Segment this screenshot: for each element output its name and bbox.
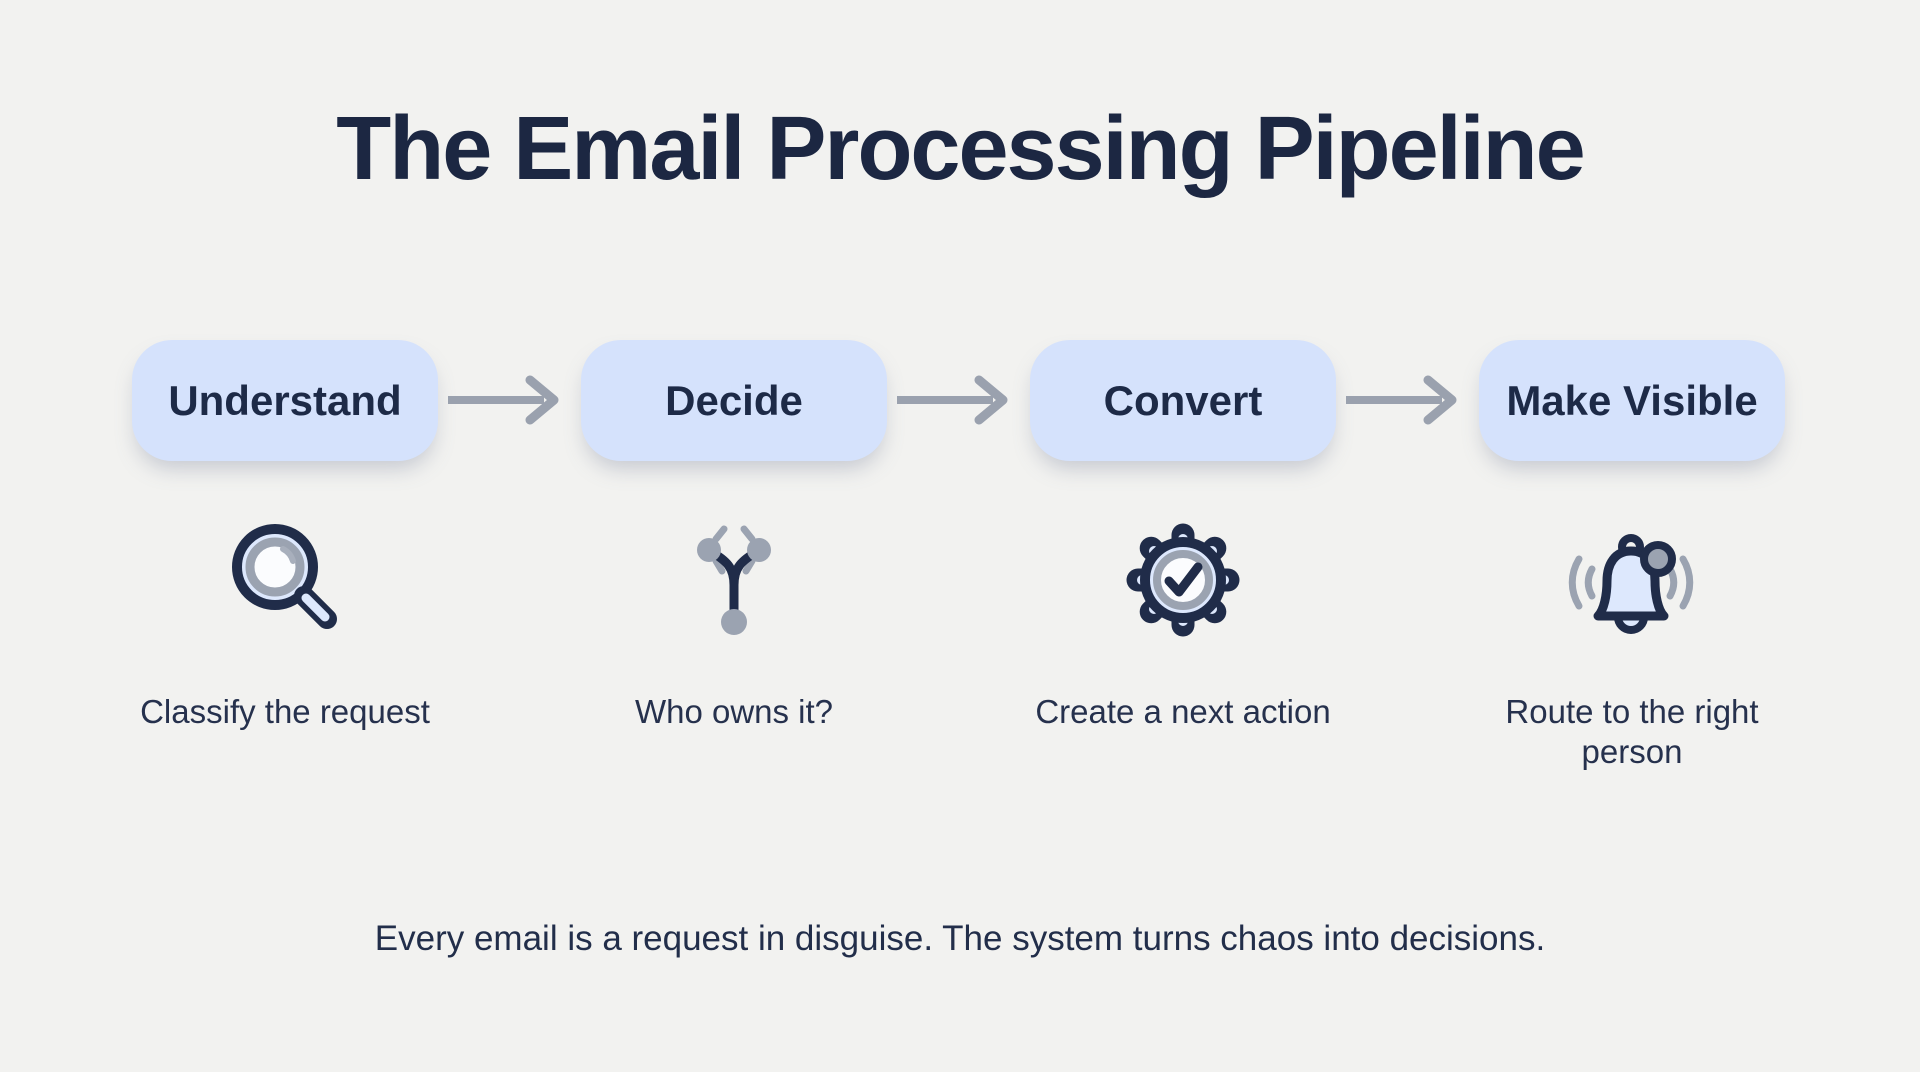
stage-label: Convert (1103, 376, 1263, 424)
stage-box-understand: Understand (132, 340, 438, 461)
icon-cell (132, 512, 438, 652)
footer-tagline: Every email is a request in disguise. Th… (374, 919, 1546, 958)
stage-caption: Route to the right person (1505, 693, 1759, 770)
gear-check-icon (1126, 523, 1240, 637)
icon-cell (1030, 512, 1336, 652)
stage-caption: Who owns it? (634, 693, 834, 730)
stage-label: Understand (168, 376, 402, 424)
bell-notification-icon (1568, 534, 1694, 634)
flow-arrow-icon (448, 375, 559, 425)
magnifying-glass-icon (232, 524, 337, 629)
stage-box-convert: Convert (1030, 340, 1336, 461)
branch-split-icon (697, 525, 771, 635)
flow-arrow-icon (1346, 375, 1457, 425)
page-title: The Email Processing Pipeline (336, 99, 1585, 199)
stage-icon-row (132, 512, 1785, 652)
stage-label: Make Visible (1506, 376, 1758, 424)
flow-arrow-icon (897, 375, 1008, 425)
stage-box-decide: Decide (581, 340, 887, 461)
stage-label: Decide (665, 376, 803, 424)
icon-cell (1479, 512, 1785, 652)
stage-caption-row: Classify the request Who owns it? Create… (132, 692, 1785, 772)
stage-box-make-visible: Make Visible (1479, 340, 1785, 461)
stage-box-row: Understand Decide Convert Make Visible (132, 340, 1785, 461)
stage-caption: Classify the request (140, 693, 430, 730)
icon-cell (581, 512, 887, 652)
stage-caption: Create a next action (1035, 693, 1331, 730)
